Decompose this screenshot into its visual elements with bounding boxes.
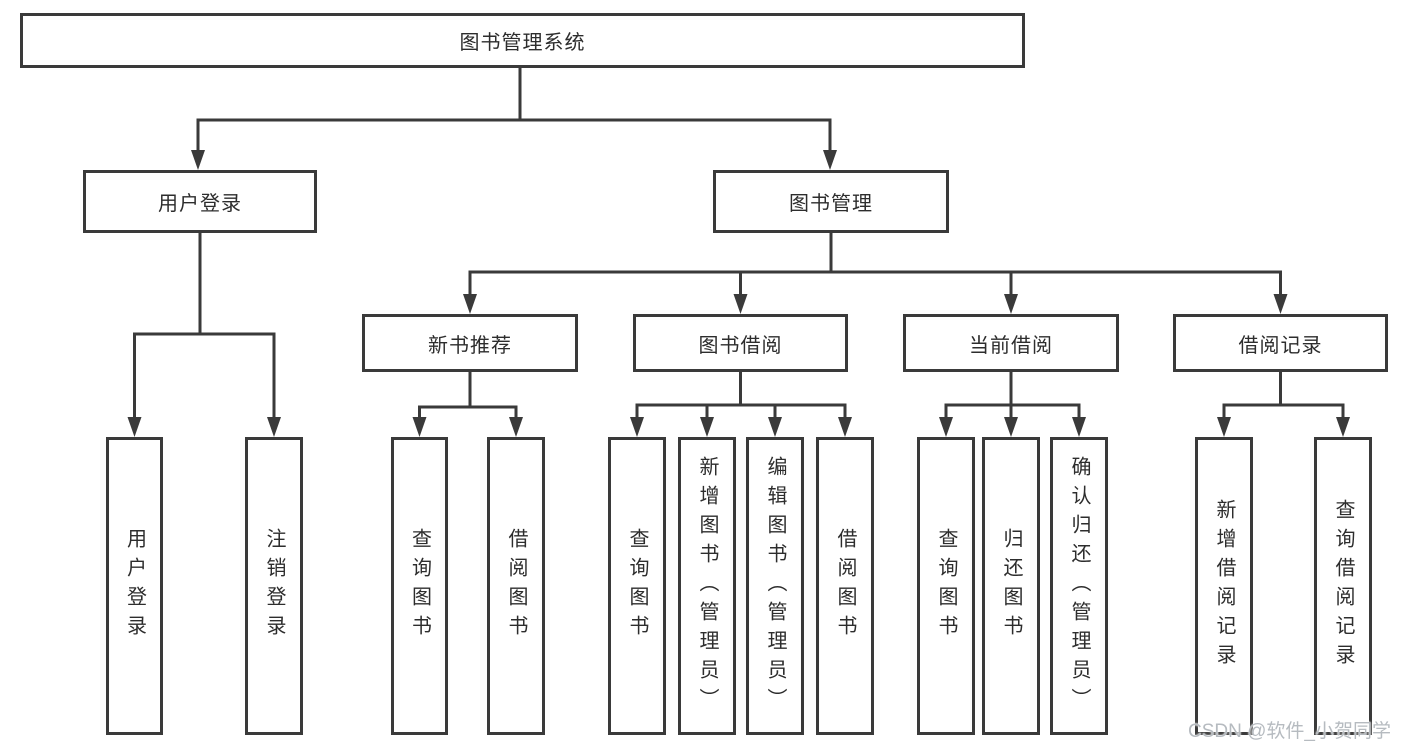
node-user-login: 用户登录	[83, 170, 317, 233]
connector-new-book-to-leaves	[412, 370, 523, 437]
leaf-borrow-books-recommend-label: 借阅图书	[505, 528, 527, 644]
leaf-query-books-current: 查询图书	[917, 437, 975, 735]
connector-book-borrowing-to-leaves	[630, 370, 852, 437]
leaf-confirm-return-admin-label: 确认归还（管理员）	[1068, 455, 1090, 717]
leaf-add-books-admin-label: 新增图书（管理员）	[696, 455, 718, 717]
leaf-borrow-books: 借阅图书	[816, 437, 874, 735]
leaf-add-borrow-record: 新增借阅记录	[1195, 437, 1253, 735]
node-library-system: 图书管理系统	[20, 13, 1025, 68]
leaf-query-books-borrowing-label: 查询图书	[626, 528, 648, 644]
leaf-borrow-books-recommend: 借阅图书	[487, 437, 545, 735]
leaf-logout-label: 注销登录	[263, 528, 285, 644]
connector-borrow-records-to-leaves	[1217, 370, 1350, 437]
connector-book-management-to-level3	[463, 231, 1288, 314]
leaf-logout: 注销登录	[245, 437, 303, 735]
leaf-edit-books-admin-label: 编辑图书（管理员）	[764, 455, 786, 717]
leaf-edit-books-admin: 编辑图书（管理员）	[746, 437, 804, 735]
node-new-book-recommend: 新书推荐	[362, 314, 578, 372]
leaf-query-borrow-record-label: 查询借阅记录	[1332, 499, 1354, 673]
leaf-add-borrow-record-label: 新增借阅记录	[1213, 499, 1235, 673]
leaf-query-books-borrowing: 查询图书	[608, 437, 666, 735]
node-borrow-records-label: 借阅记录	[1238, 334, 1323, 357]
node-book-management: 图书管理	[713, 170, 949, 233]
leaf-query-books-recommend: 查询图书	[391, 437, 448, 735]
watermark: CSDN @软件_小贺同学	[1188, 721, 1391, 742]
leaf-user-login: 用户登录	[106, 437, 163, 735]
leaf-query-borrow-record: 查询借阅记录	[1314, 437, 1372, 735]
leaf-return-books: 归还图书	[982, 437, 1040, 735]
leaf-user-login-label: 用户登录	[123, 528, 146, 644]
leaf-confirm-return-admin: 确认归还（管理员）	[1050, 437, 1108, 735]
connector-current-borrowing-to-leaves	[939, 370, 1086, 437]
connector-root-to-level2	[191, 66, 837, 170]
node-current-borrowing-label: 当前借阅	[969, 334, 1053, 357]
leaf-add-books-admin: 新增图书（管理员）	[678, 437, 736, 735]
node-library-system-label: 图书管理系统	[459, 32, 586, 54]
leaf-borrow-books-label: 借阅图书	[834, 528, 856, 644]
node-user-login-label: 用户登录	[158, 193, 242, 215]
leaf-query-books-recommend-label: 查询图书	[408, 528, 431, 644]
node-book-borrowing-label: 图书借阅	[698, 334, 783, 357]
connector-user-login-to-leaves	[127, 231, 281, 437]
node-book-borrowing: 图书借阅	[633, 314, 848, 372]
node-book-management-label: 图书管理	[789, 193, 873, 215]
node-current-borrowing: 当前借阅	[903, 314, 1119, 372]
leaf-return-books-label: 归还图书	[1000, 528, 1022, 644]
node-new-book-recommend-label: 新书推荐	[428, 334, 512, 357]
node-borrow-records: 借阅记录	[1173, 314, 1388, 372]
leaf-query-books-current-label: 查询图书	[935, 528, 957, 644]
